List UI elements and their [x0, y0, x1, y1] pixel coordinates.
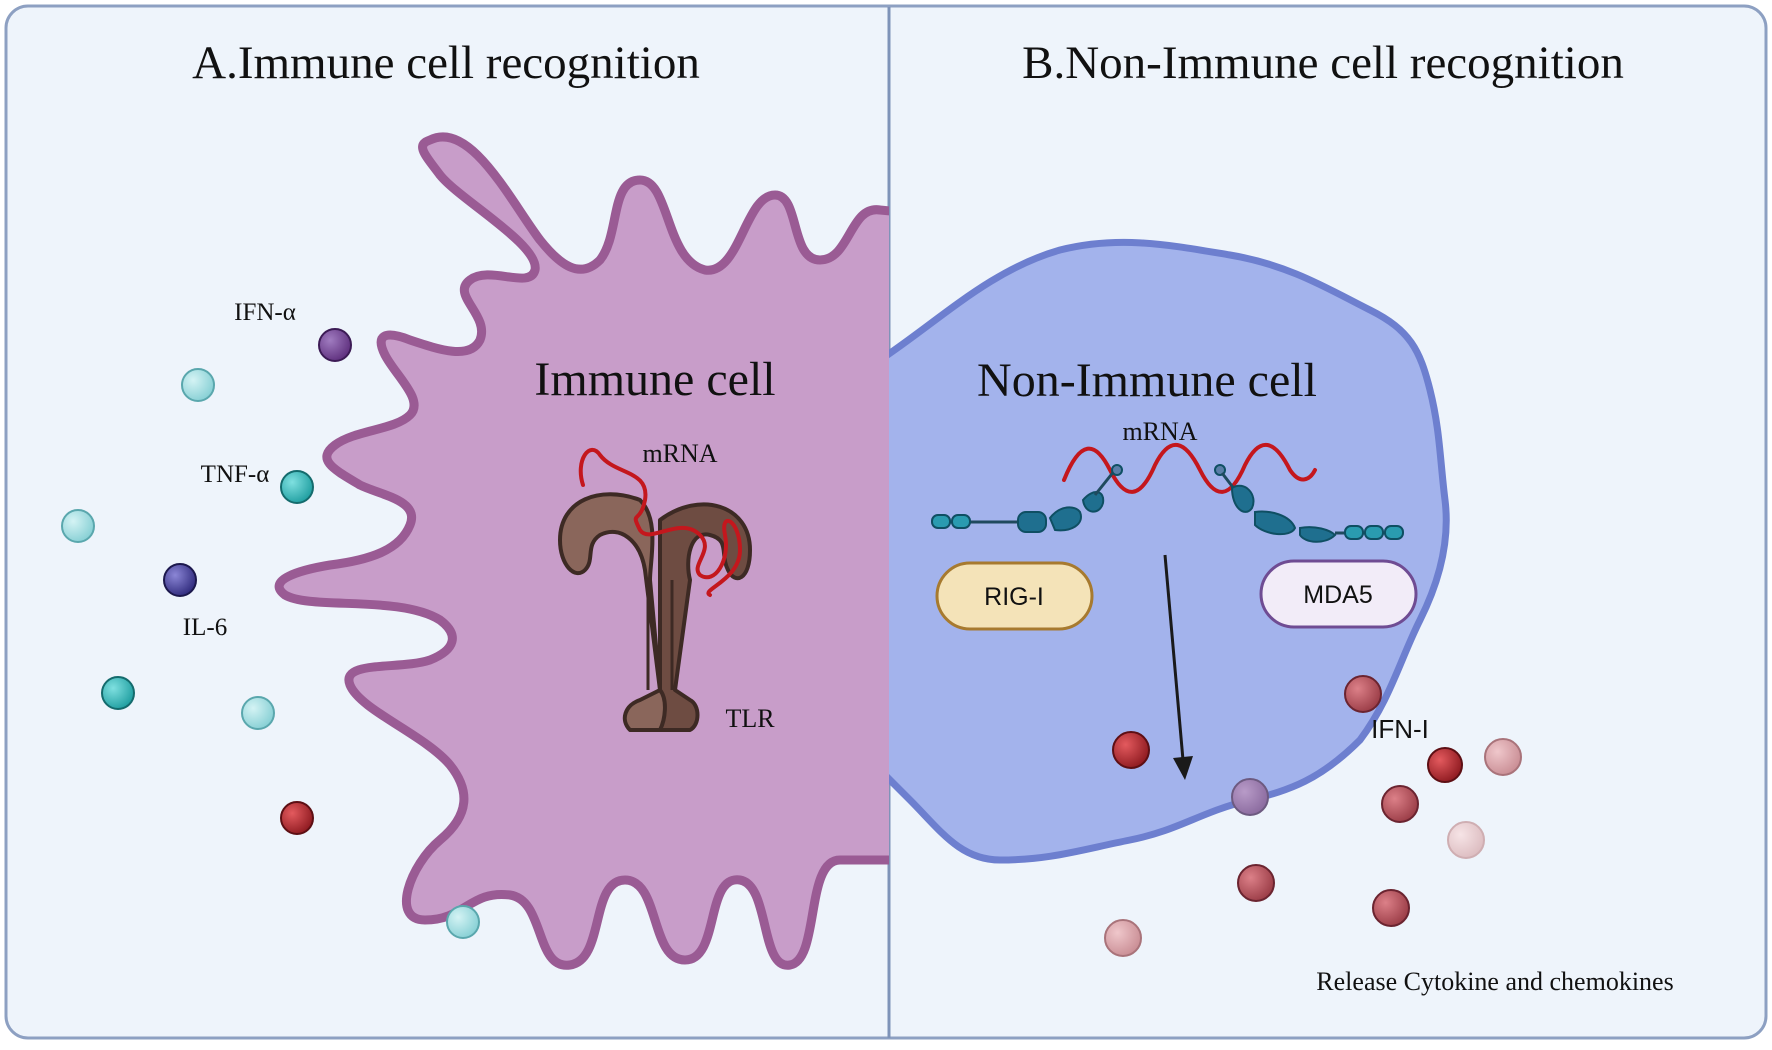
ifn-alpha-ball	[318, 328, 352, 362]
ifn-i-ball	[1381, 785, 1419, 823]
ifn-i-label: IFN-I	[1371, 714, 1429, 744]
ifn-i-particles	[1104, 675, 1522, 957]
signal-arrow	[1163, 554, 1193, 780]
non-immune-cell-body	[889, 238, 1450, 864]
non-immune-mrna-strand	[1062, 443, 1317, 494]
il6-label: IL-6	[183, 614, 227, 641]
cytokine-ball	[101, 676, 135, 710]
ifn-i-ball	[1231, 778, 1269, 816]
release-cytokines-label: Release Cytokine and chemokines	[1316, 967, 1673, 996]
cytokine-ball	[241, 696, 275, 730]
rig-i-badge	[935, 561, 1094, 631]
cytokine-ball	[181, 368, 215, 402]
ifn-i-ball	[1484, 738, 1522, 776]
tnf-alpha-ball	[280, 470, 314, 504]
tlr-label: TLR	[725, 704, 775, 733]
mda5-badge	[1259, 559, 1418, 629]
rig-i-label: RIG-I	[984, 583, 1044, 611]
rig-i-sensor-icon	[931, 464, 1123, 533]
il6-ball	[163, 563, 197, 597]
non-immune-cell-group	[889, 238, 1450, 864]
non-immune-cell-label: Non-Immune cell	[977, 354, 1317, 407]
cytokine-particles-left	[61, 328, 480, 939]
non-immune-panel-title: B.Non-Immune cell recognition	[1022, 37, 1624, 89]
immune-mrna-strand	[578, 447, 743, 597]
immune-panel-title: A.Immune cell recognition	[192, 37, 700, 89]
immune-cell-label: Immune cell	[534, 353, 775, 406]
non-immune-mrna-label: mRNA	[1122, 417, 1197, 446]
ifn-i-ball	[1104, 919, 1142, 957]
ifn-i-ball	[1112, 731, 1150, 769]
immune-mrna-label: mRNA	[642, 439, 717, 468]
ifn-i-ball	[1372, 889, 1410, 927]
ifn-i-ball	[1237, 864, 1275, 902]
tnf-alpha-label: TNF-α	[201, 461, 270, 488]
cytokine-ball	[446, 905, 480, 939]
mda5-sensor-icon	[1214, 464, 1404, 543]
ifn-i-ball	[1427, 747, 1463, 783]
cytokine-ball	[61, 509, 95, 543]
cytokine-ball	[280, 801, 314, 835]
ifn-alpha-label: IFN-α	[234, 299, 296, 326]
mda5-label: MDA5	[1303, 581, 1372, 609]
ifn-i-ball	[1447, 821, 1485, 859]
tlr-receptor-icon	[558, 492, 752, 732]
ifn-i-ball	[1344, 675, 1382, 713]
